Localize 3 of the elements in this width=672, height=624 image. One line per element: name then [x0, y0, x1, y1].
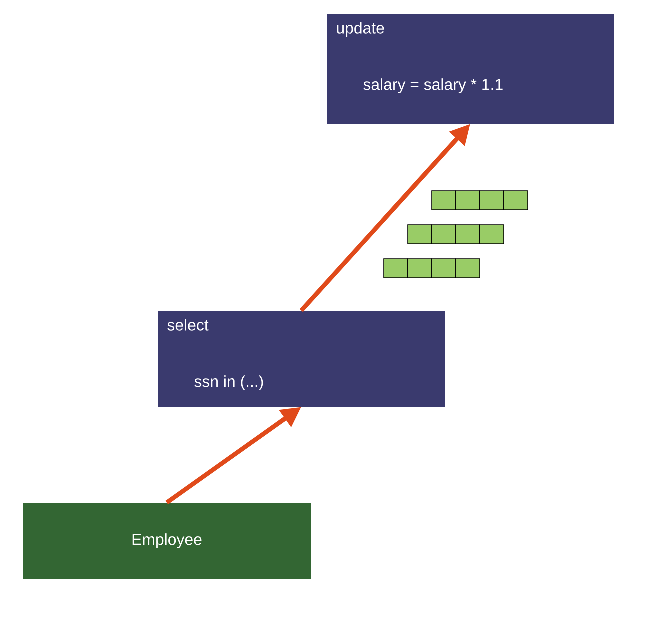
process-box: Employee	[23, 503, 311, 579]
process-box: select ssn in (...)	[158, 311, 445, 407]
process-box: update salary = salary * 1.1	[327, 14, 614, 124]
